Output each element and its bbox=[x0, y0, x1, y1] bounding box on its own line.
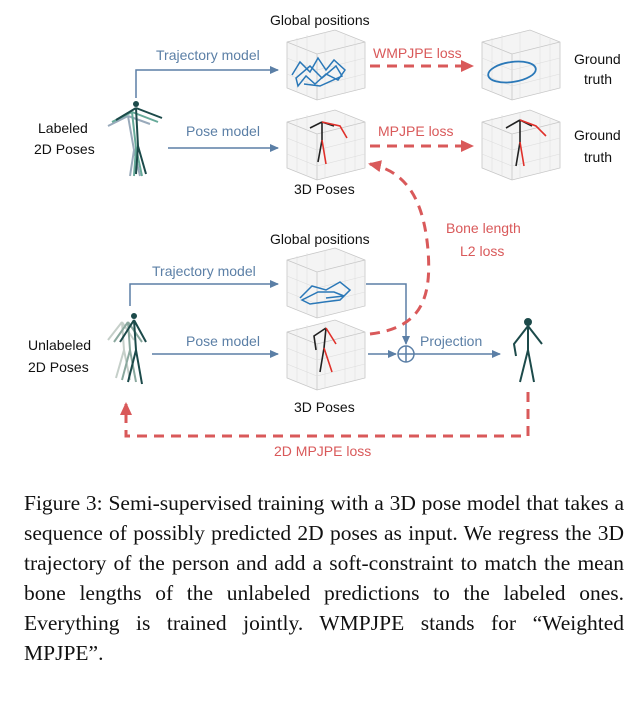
ground-truth-trajectory bbox=[487, 60, 537, 84]
3d-poses-label-top: 3D Poses bbox=[294, 181, 355, 197]
trajectory-model-label-bottom: Trajectory model bbox=[152, 263, 256, 279]
labeled-2d-poses-label-line1: Labeled bbox=[38, 120, 88, 136]
figure-caption: Figure 3: Semi-supervised training with … bbox=[24, 491, 624, 665]
bone-length-loss-arrow bbox=[368, 160, 431, 336]
ground-truth-label-2-line2: truth bbox=[584, 149, 612, 165]
predicted-trajectory-bottom bbox=[299, 281, 352, 305]
2d-mpjpe-loss-label: 2D MPJPE loss bbox=[274, 443, 371, 459]
global-positions-label-bottom: Global positions bbox=[270, 231, 370, 247]
global-positions-label-top: Global positions bbox=[270, 12, 370, 28]
ground-truth-label-2-line1: Ground bbox=[574, 127, 621, 143]
3d-poses-plot-top bbox=[286, 109, 366, 181]
global-positions-plot-bottom bbox=[286, 247, 366, 319]
3d-pose-top bbox=[309, 121, 348, 165]
trajectory-model-arrow-bottom bbox=[129, 280, 279, 306]
wmpjpe-loss-label: WMPJPE loss bbox=[373, 45, 462, 61]
3d-pose-bottom bbox=[313, 327, 337, 373]
ground-truth-trajectory-plot bbox=[481, 29, 561, 101]
2d-mpjpe-loss-arrow bbox=[120, 392, 530, 438]
labeled-2d-poses-label-line2: 2D Poses bbox=[34, 141, 95, 157]
trajectory-model-label-top: Trajectory model bbox=[156, 47, 260, 63]
unlabeled-2d-poses-label-line1: Unlabeled bbox=[28, 337, 91, 353]
unlabeled-2d-poses-label-line2: 2D Poses bbox=[28, 359, 89, 375]
bone-length-loss-label-line1: Bone length bbox=[446, 220, 521, 236]
trajectory-model-arrow-top bbox=[135, 66, 279, 98]
ground-truth-label-1-line1: Ground bbox=[574, 51, 621, 67]
bone-length-loss-label-line2: L2 loss bbox=[460, 243, 504, 259]
training-diagram: Global positions Trajectory model WMPJPE… bbox=[28, 12, 621, 459]
labeled-2d-poses-icon bbox=[107, 101, 163, 177]
pose-model-label-bottom: Pose model bbox=[186, 333, 260, 349]
3d-poses-label-bottom: 3D Poses bbox=[294, 399, 355, 415]
projection-label: Projection bbox=[420, 333, 482, 349]
pose-model-label-top: Pose model bbox=[186, 123, 260, 139]
ground-truth-label-1-line2: truth bbox=[584, 71, 612, 87]
ground-truth-pose bbox=[505, 119, 547, 167]
mpjpe-loss-label: MPJPE loss bbox=[378, 123, 453, 139]
predicted-trajectory-top bbox=[291, 56, 346, 88]
unlabeled-2d-poses-icon bbox=[107, 313, 147, 385]
sum-node bbox=[397, 345, 415, 363]
projected-2d-pose-icon bbox=[512, 318, 543, 383]
